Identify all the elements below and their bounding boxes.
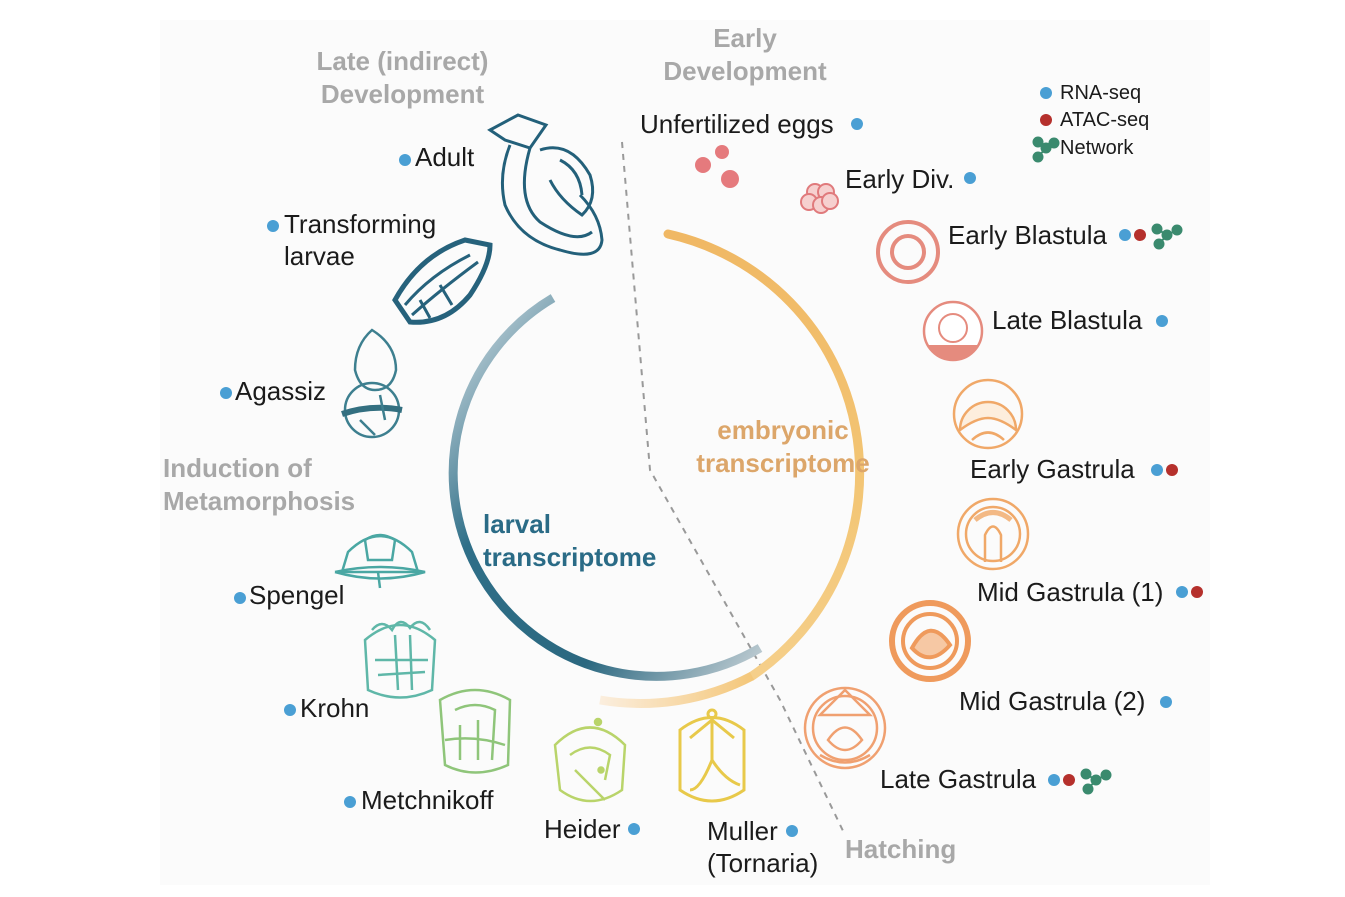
early-blastula-rna-dot	[1119, 229, 1131, 241]
figure-panel	[160, 20, 1210, 885]
stage-adult: Adult	[415, 142, 475, 172]
early-gastrula-rna-dot	[1151, 464, 1163, 476]
embryonic-arc-tail	[599, 672, 755, 708]
stage-heider: Heider	[544, 814, 621, 844]
krohn-larva-illustration	[363, 620, 437, 699]
stage-early-blastula: Early Blastula	[948, 220, 1107, 250]
early-div-rna-dot	[964, 172, 976, 184]
stage-late-blastula: Late Blastula	[992, 305, 1143, 335]
transforming-larva-illustration	[392, 237, 493, 325]
late-gastrula-network-icon	[1080, 768, 1112, 795]
heider-rna-dot	[628, 823, 640, 835]
krohn-rna-dot	[284, 704, 296, 716]
legend-network-label: Network	[1060, 137, 1134, 159]
late-gastrula-illustration	[803, 686, 887, 770]
mid-gastrula-2-illustration	[889, 600, 971, 682]
mid-gastrula-1-illustration	[956, 497, 1030, 571]
stage-late-gastrula: Late Gastrula	[880, 764, 1037, 794]
legend-rna-label: RNA-seq	[1060, 82, 1142, 104]
transforming-rna-dot	[267, 220, 279, 232]
metchnikoff-rna-dot	[344, 796, 356, 808]
early-blastula-atac-dot	[1134, 229, 1146, 241]
heider-larva-illustration	[553, 717, 627, 803]
adult-rna-dot	[399, 154, 411, 166]
phase-hatching: Hatching	[845, 834, 957, 864]
mid-gastrula-1-rna-dot	[1176, 586, 1188, 598]
muller-rna-dot	[786, 825, 798, 837]
late-blastula-rna-dot	[1156, 315, 1168, 327]
embryonic-arc	[663, 229, 865, 681]
spengel-rna-dot	[234, 592, 246, 604]
early-gastrula-atac-dot	[1166, 464, 1178, 476]
mid-gastrula-2-rna-dot	[1160, 696, 1172, 708]
stage-spengel: Spengel	[249, 580, 345, 610]
stage-mid-gastrula-2: Mid Gastrula (2)	[959, 686, 1146, 716]
stage-mid-gastrula-1: Mid Gastrula (1)	[977, 577, 1164, 607]
early-div-illustration	[800, 183, 839, 214]
unfertilized-eggs-illustration	[695, 145, 739, 188]
early-gastrula-illustration	[952, 378, 1024, 450]
legend-rna-dot	[1040, 87, 1052, 99]
early-blastula-illustration	[876, 220, 940, 284]
legend-atac-dot	[1040, 114, 1052, 126]
divider-dashed-line	[621, 141, 846, 836]
late-gastrula-atac-dot	[1063, 774, 1075, 786]
adult-illustration	[487, 113, 604, 256]
mid-gastrula-1-atac-dot	[1191, 586, 1203, 598]
late-gastrula-rna-dot	[1048, 774, 1060, 786]
early-blastula-network-icon	[1151, 223, 1183, 250]
stage-agassiz: Agassiz	[235, 376, 327, 406]
stage-krohn: Krohn	[300, 693, 370, 723]
spengel-larva-illustration	[334, 533, 426, 589]
agassiz-larva-illustration	[341, 328, 403, 439]
muller-larva-illustration	[678, 708, 746, 803]
stage-unfertilized-eggs: Unfertilized eggs	[640, 109, 834, 139]
legend-atac-label: ATAC-seq	[1060, 109, 1150, 131]
stage-muller: Muller(Tornaria)	[707, 816, 819, 878]
phase-late-development: Late (indirect)Development	[316, 46, 489, 109]
stage-early-gastrula: Early Gastrula	[970, 454, 1135, 484]
metchnikoff-larva-illustration	[438, 688, 512, 774]
legend-network-icon	[1032, 136, 1060, 163]
agassiz-rna-dot	[220, 387, 232, 399]
stage-early-div: Early Div.	[845, 164, 955, 194]
unfertilized-rna-dot	[851, 118, 863, 130]
late-blastula-illustration	[922, 300, 984, 362]
larval-arc	[448, 294, 763, 681]
stage-metchnikoff: Metchnikoff	[361, 785, 494, 815]
